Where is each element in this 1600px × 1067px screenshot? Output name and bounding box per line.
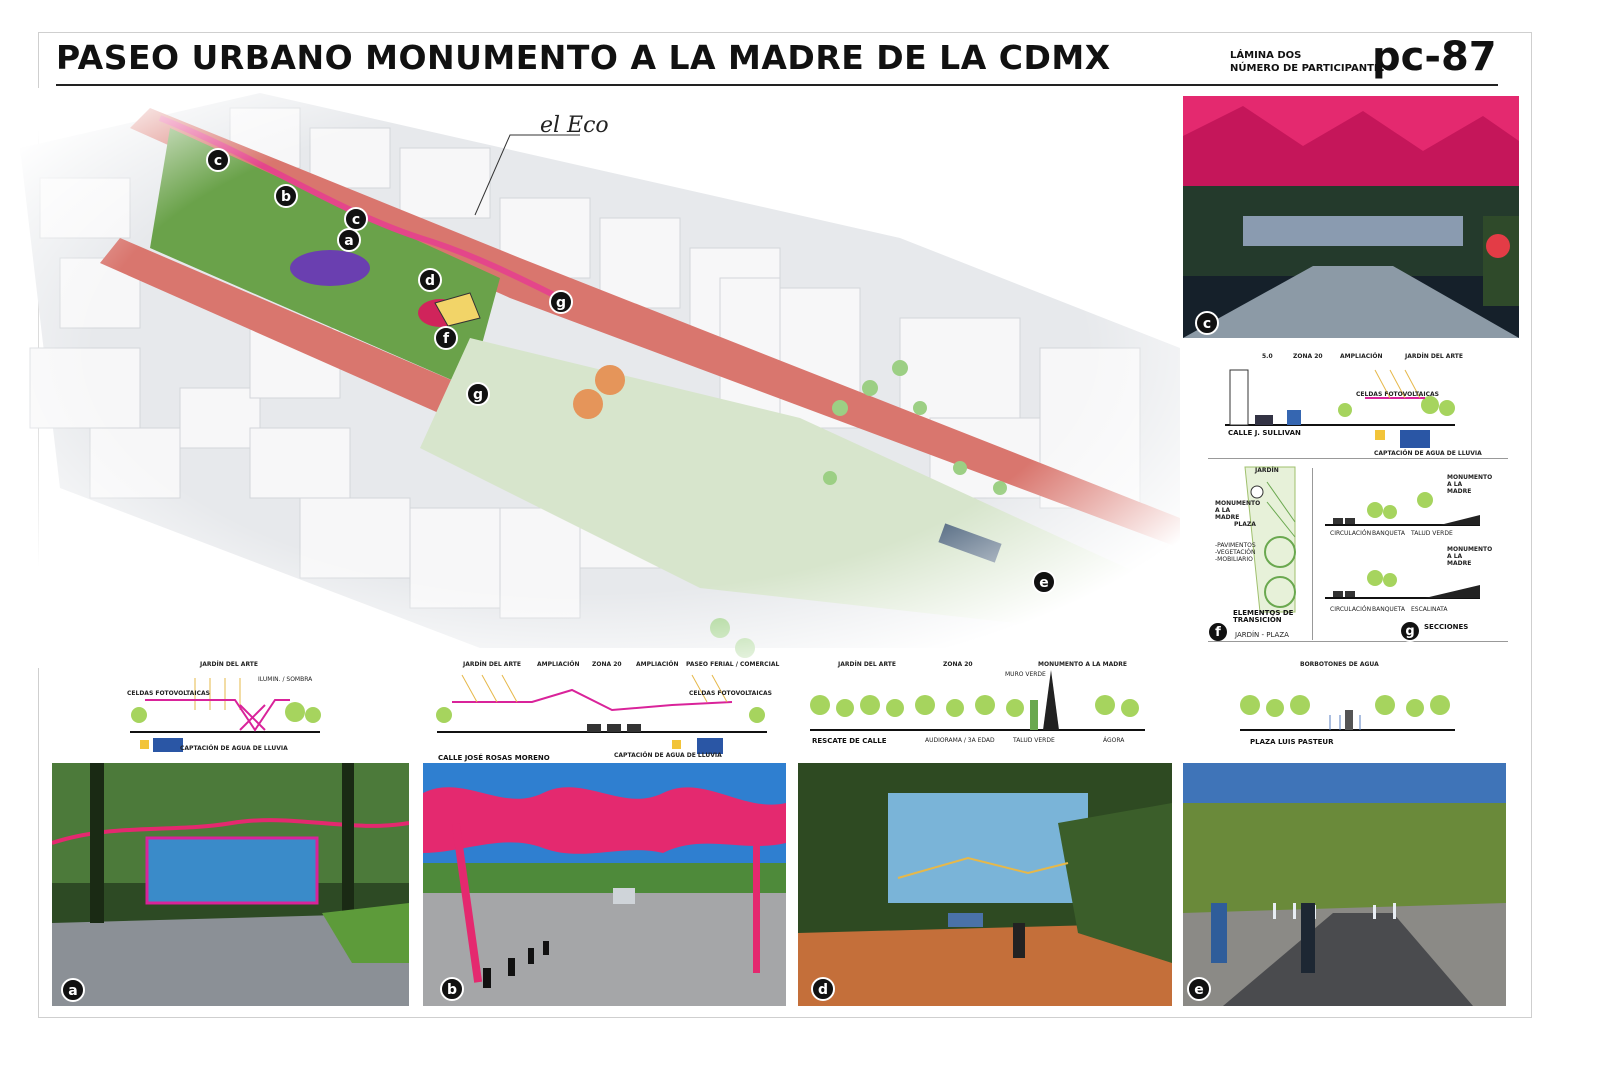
- section-d-drawing: [810, 670, 1145, 731]
- section-d-top-2: ZONA 20: [943, 661, 973, 668]
- section-c-celdas: CELDAS FOTOVOLTAICAS: [1356, 391, 1439, 398]
- section-b-top-4: AMPLIACIÓN: [636, 661, 679, 668]
- render-d-image: [798, 763, 1172, 1006]
- render-a-badge: a: [61, 978, 85, 1002]
- plan-marker-e: e: [1032, 570, 1056, 594]
- section-g-title: SECCIONES: [1424, 623, 1469, 631]
- section-b-top-3: ZONA 20: [592, 661, 622, 668]
- section-b-drawing: [436, 674, 767, 754]
- section-b-top-5: PASEO FERIAL / COMERCIAL: [686, 661, 780, 668]
- section-g-row2-1: CIRCULACIÓN: [1330, 606, 1372, 613]
- section-g-row1-1: CIRCULACIÓN: [1330, 530, 1372, 537]
- section-g-monumento-a: MONUMENTO A LA MADRE: [1447, 474, 1493, 495]
- section-f-subtitle: JARDÍN - PLAZA: [1235, 631, 1289, 639]
- el-eco-label: el Eco: [540, 113, 609, 138]
- section-a-top: JARDÍN DEL ARTE: [200, 661, 258, 668]
- el-eco-leader: [474, 134, 580, 216]
- section-e-top: BORBOTONES DE AGUA: [1300, 661, 1379, 668]
- render-d-badge: d: [811, 977, 835, 1001]
- section-f-drawing: [1244, 466, 1296, 613]
- lamina-label: LÁMINA DOS: [1230, 50, 1302, 61]
- plan-fade: [0, 88, 1180, 668]
- render-e-image: [1183, 763, 1506, 1006]
- section-e-street: PLAZA LUIS PASTEUR: [1250, 738, 1334, 746]
- render-c: [1183, 96, 1519, 338]
- plan-marker-c: c: [206, 148, 230, 172]
- plan-marker-a: a: [337, 228, 361, 252]
- section-g-row2-2: BANQUETA: [1372, 606, 1405, 613]
- section-f-item-1: -PAVIMENTOS: [1215, 542, 1256, 549]
- section-f-monumento: MONUMENTO A LA MADRE: [1215, 500, 1261, 521]
- render-c-image: [1183, 96, 1519, 338]
- master-plan-drawing: [0, 88, 1180, 668]
- section-g-row1-3: TALUD VERDE: [1411, 530, 1453, 537]
- section-g-row2-3: ESCALINATA: [1411, 606, 1448, 613]
- section-c-street: CALLE J. SULLIVAN: [1228, 429, 1301, 437]
- render-a: [52, 763, 409, 1006]
- section-g-drawing: [1325, 492, 1480, 599]
- participant-label: NÚMERO DE PARTICIPANTE:: [1230, 63, 1385, 74]
- lamina-info: LÁMINA DOS NÚMERO DE PARTICIPANTE:: [1230, 49, 1385, 75]
- plan-marker-b: b: [274, 184, 298, 208]
- section-a-celdas: CELDAS FOTOVOLTAICAS: [127, 690, 210, 697]
- section-a-ilum: ILUMIN. / SOMBRA: [258, 676, 313, 683]
- divider-right-2: [1312, 468, 1313, 640]
- section-g-badge: g: [1399, 620, 1421, 642]
- render-a-image: [52, 763, 409, 1006]
- render-b: [423, 763, 786, 1006]
- section-b-captacion: CAPTACIÓN DE AGUA DE LLUVIA: [614, 752, 722, 759]
- participant-number: pc-87: [1372, 34, 1497, 80]
- plan-marker-d: d: [418, 268, 442, 292]
- section-e-drawing: [1240, 695, 1455, 731]
- section-g-row1-2: BANQUETA: [1372, 530, 1405, 537]
- section-a-drawing: [130, 678, 321, 752]
- section-c-dim-2: ZONA 20: [1293, 353, 1323, 360]
- section-c-drawing: [1225, 369, 1455, 448]
- section-c-captacion: CAPTACIÓN DE AGUA DE LLUVIA: [1374, 450, 1482, 457]
- section-f-badge: f: [1207, 621, 1229, 643]
- divider-right-1: [1208, 458, 1508, 459]
- section-c-dim-3: AMPLIACIÓN: [1340, 353, 1383, 360]
- plan-marker-f: f: [434, 326, 458, 350]
- plan-marker-g2: g: [466, 382, 490, 406]
- section-b-top-1: JARDÍN DEL ARTE: [463, 661, 521, 668]
- section-d-top-1: JARDÍN DEL ARTE: [838, 661, 896, 668]
- render-b-image: [423, 763, 786, 1006]
- section-f-item-2: -VEGETACIÓN: [1215, 549, 1256, 556]
- section-f-title-2: TRANSICIÓN: [1233, 616, 1282, 624]
- section-d-top-3: MONUMENTO A LA MADRE: [1038, 661, 1127, 668]
- section-c-dim-1: 5.0: [1262, 353, 1273, 360]
- section-f-title-1: ELEMENTOS DE: [1233, 609, 1294, 617]
- section-f-plaza: PLAZA: [1234, 521, 1256, 528]
- section-d-street: RESCATE DE CALLE: [812, 737, 887, 745]
- render-d: [798, 763, 1172, 1006]
- section-f-item-3: -MOBILIARIO: [1215, 556, 1253, 563]
- render-c-badge: c: [1195, 311, 1219, 335]
- section-g-monumento-b: MONUMENTO A LA MADRE: [1447, 546, 1493, 567]
- page-title: PASEO URBANO MONUMENTO A LA MADRE DE LA …: [56, 38, 1111, 77]
- section-b-top-2: AMPLIACIÓN: [537, 661, 580, 668]
- section-d-bottom-3: ÁGORA: [1103, 737, 1125, 744]
- plan-marker-c2: c: [344, 207, 368, 231]
- section-d-bottom-1: AUDIORAMA / 3A EDAD: [925, 737, 995, 744]
- section-a-captacion: CAPTACIÓN DE AGUA DE LLUVIA: [180, 745, 288, 752]
- master-plan: [0, 88, 1180, 668]
- render-e: [1183, 763, 1506, 1006]
- section-c-dim-4: JARDÍN DEL ARTE: [1405, 353, 1463, 360]
- section-b-street: CALLE JOSÉ ROSAS MORENO: [438, 754, 550, 762]
- render-e-badge: e: [1187, 977, 1211, 1001]
- section-b-celdas: CELDAS FOTOVOLTAICAS: [689, 690, 772, 697]
- plan-marker-g: g: [549, 290, 573, 314]
- render-b-badge: b: [440, 977, 464, 1001]
- section-f-jardin: JARDÍN: [1255, 467, 1279, 474]
- divider-right-3: [1208, 641, 1508, 642]
- section-d-bottom-2: TALUD VERDE: [1013, 737, 1055, 744]
- section-d-muro: MURO VERDE: [1005, 671, 1046, 678]
- title-rule: [56, 84, 1498, 86]
